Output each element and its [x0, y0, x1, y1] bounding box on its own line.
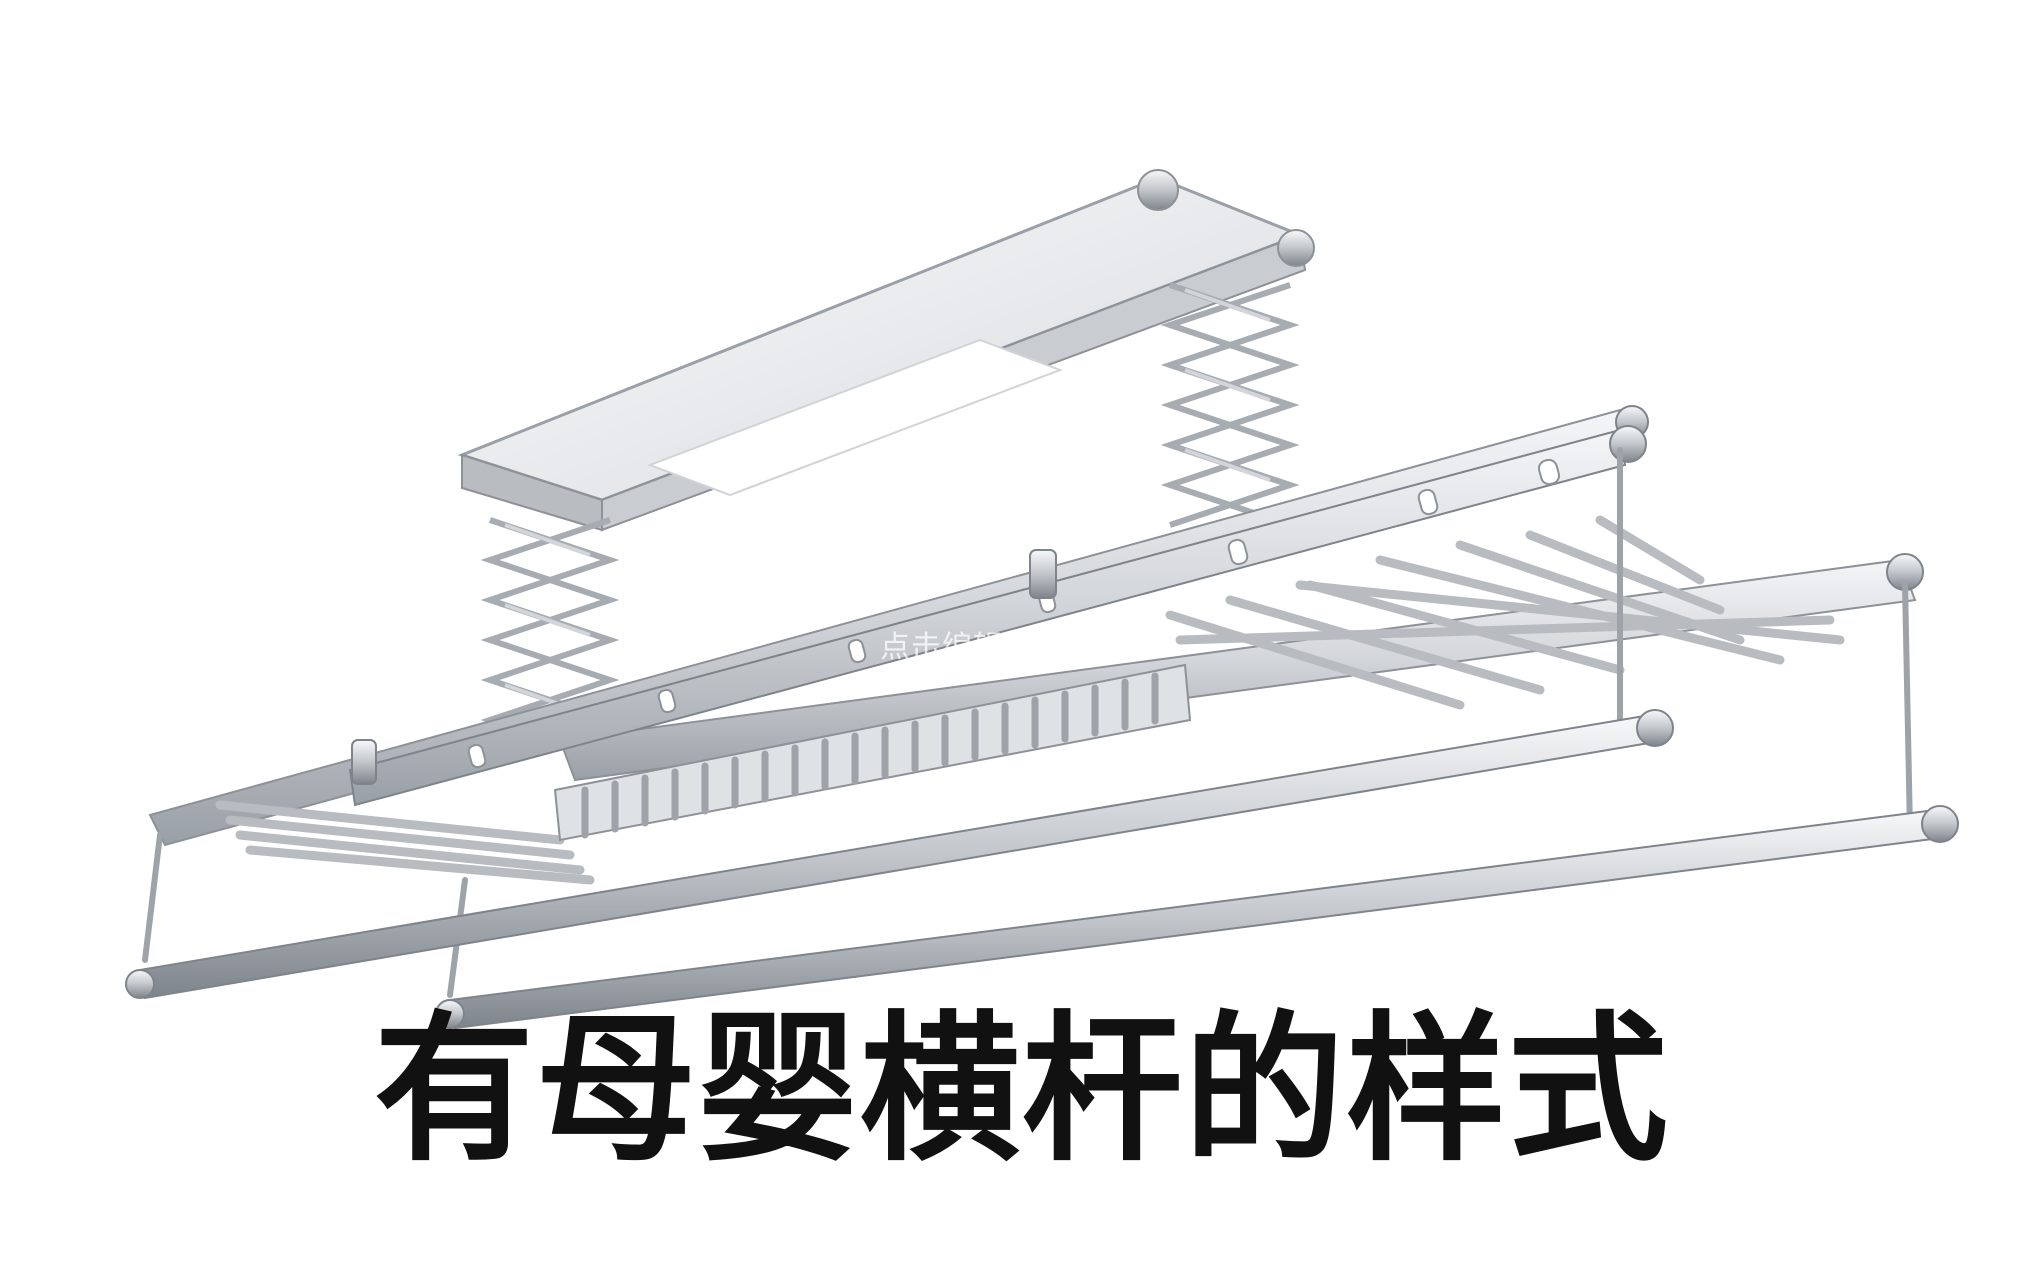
light-panel	[647, 338, 1063, 497]
caption-title: 有母婴横杆的样式	[373, 996, 1670, 1183]
watermark-text: 点击编辑文字	[880, 630, 1066, 665]
hanging-links	[142, 447, 1913, 998]
baby-crossbar-upper	[125, 709, 1674, 1000]
clip-strip	[553, 663, 1192, 842]
motor-housing	[457, 169, 1315, 532]
front-rail	[348, 425, 1647, 807]
scissor-lift-right	[1160, 282, 1300, 528]
drying-rods	[215, 515, 1845, 885]
baby-crossbar-lower	[435, 805, 1959, 1030]
